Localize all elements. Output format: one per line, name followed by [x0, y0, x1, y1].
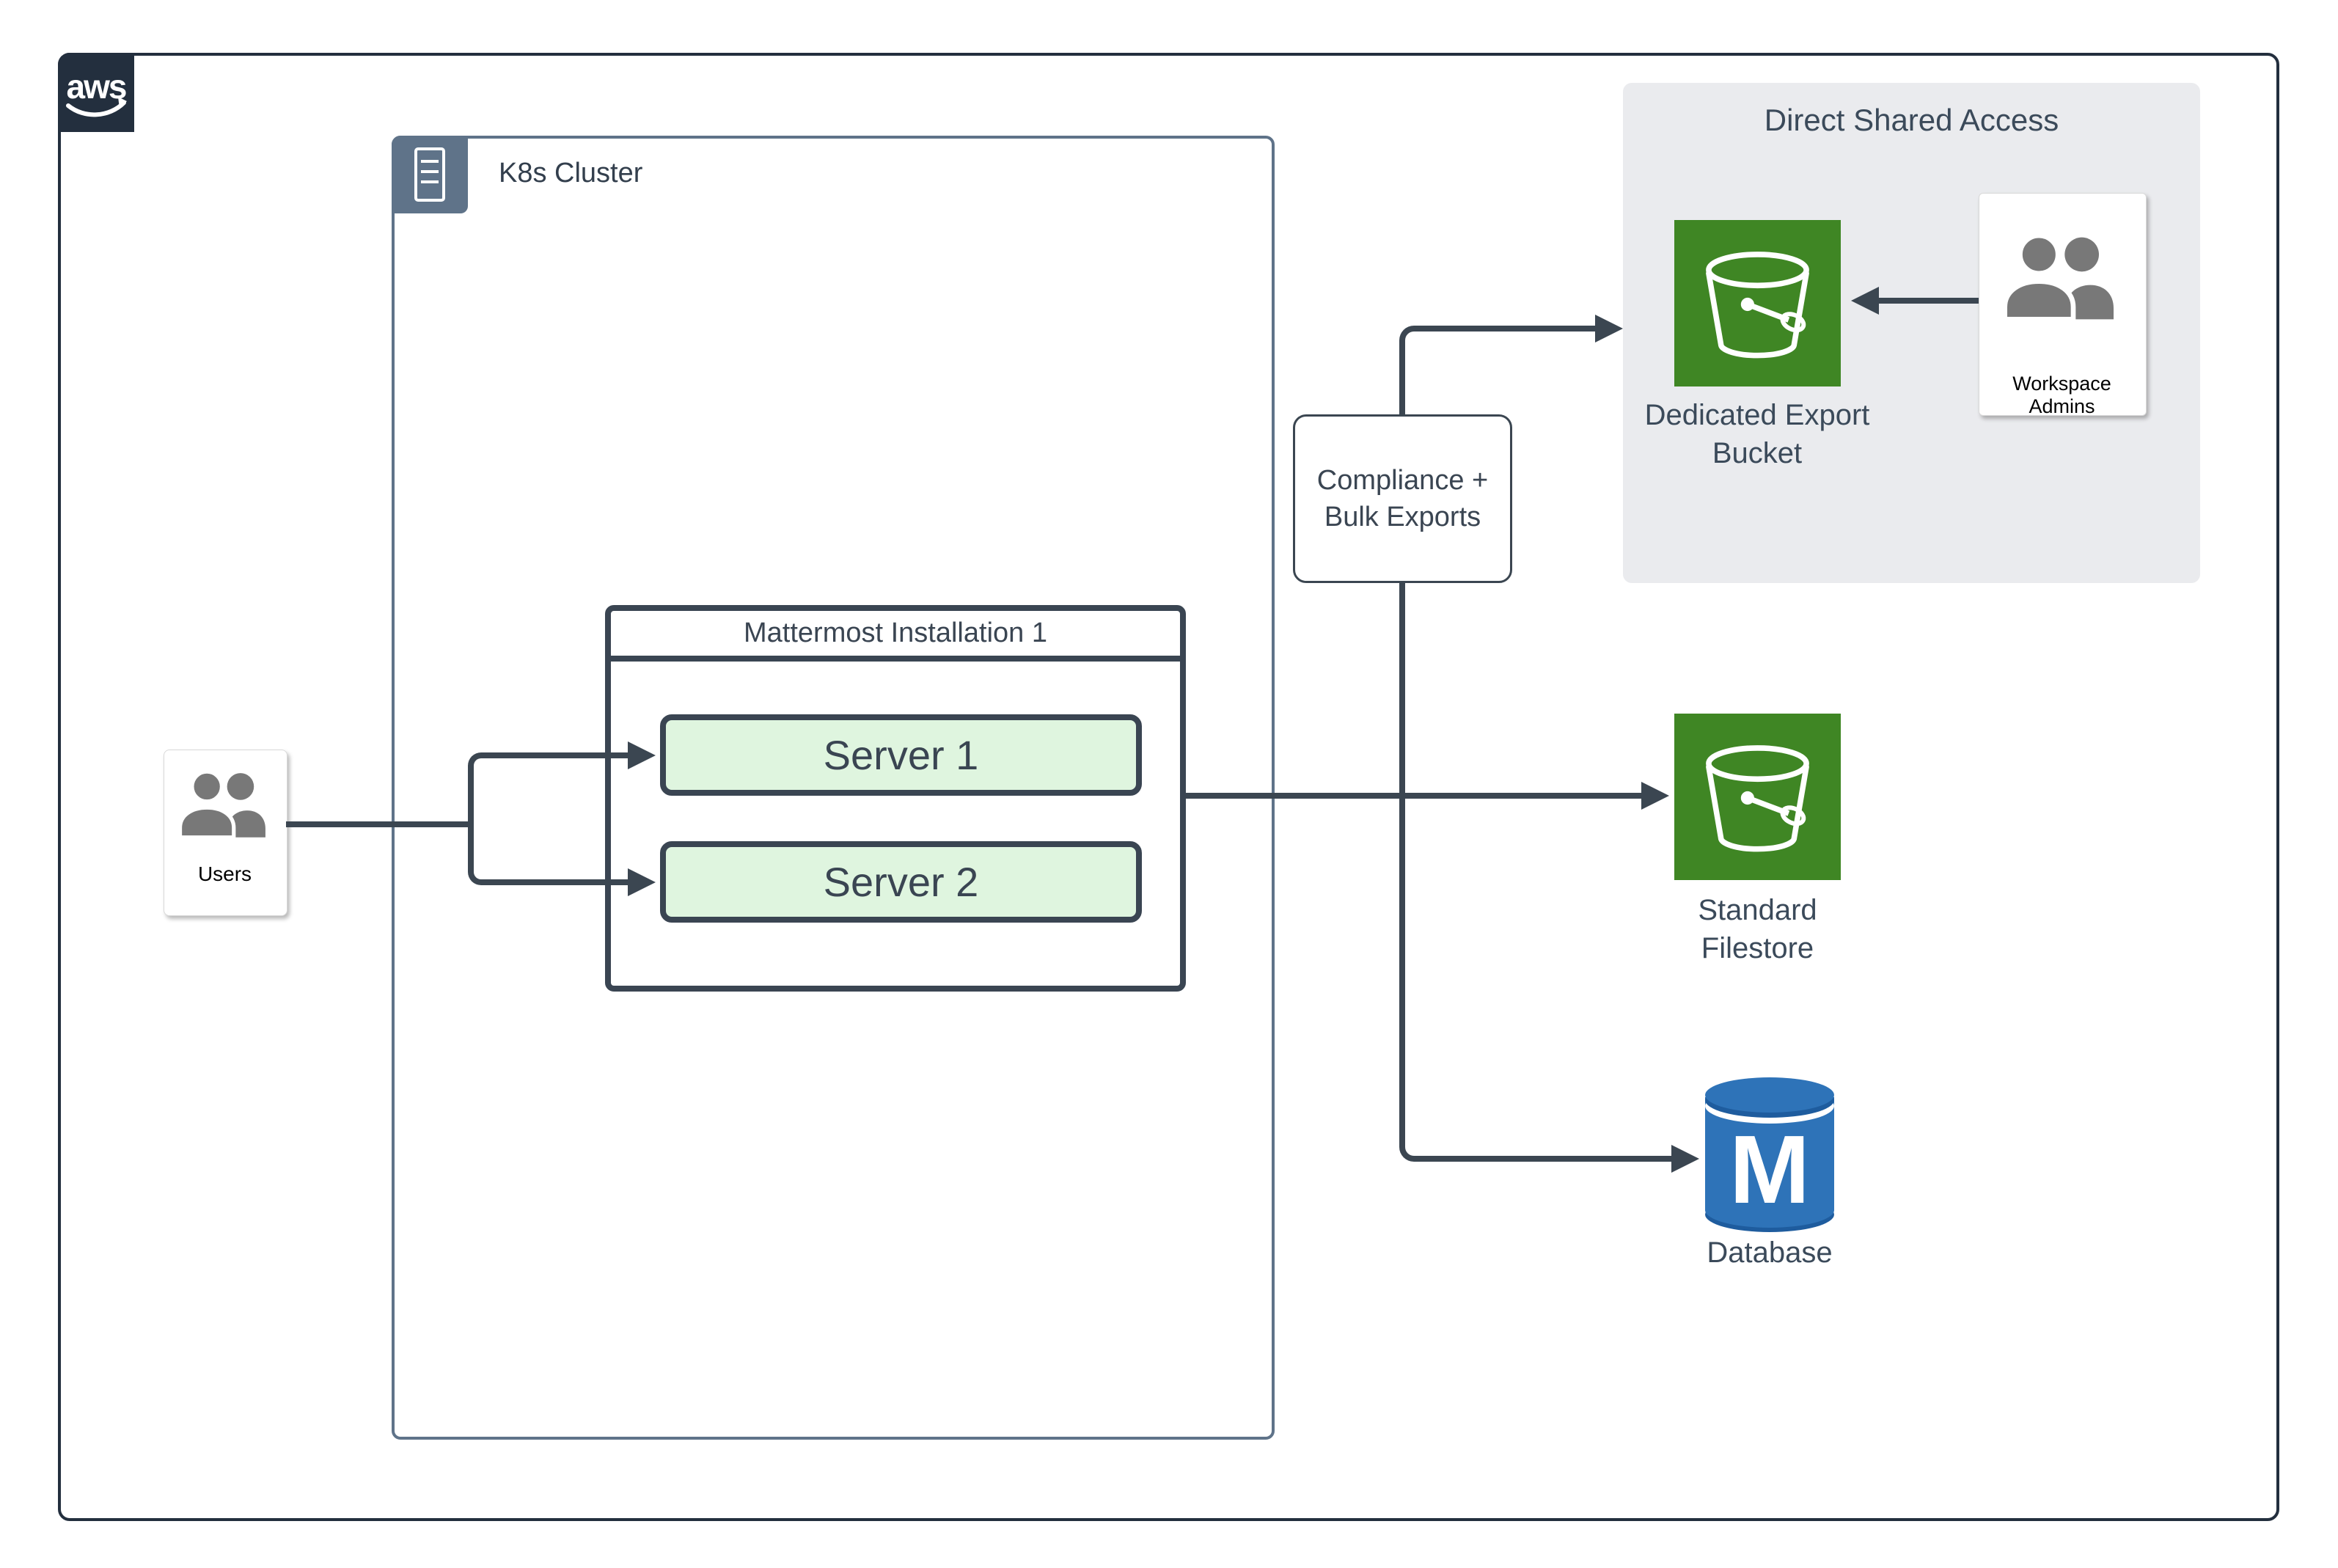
- aws-cloud-boundary: [58, 53, 2279, 1521]
- arrowhead-admins-to-bucket: [1851, 287, 1879, 315]
- k8s-cluster-boundary: [392, 136, 1275, 1440]
- users-label: Users: [197, 862, 252, 885]
- workspace-admins-icon: [2002, 234, 2114, 322]
- direct-shared-access-title: Direct Shared Access: [1764, 103, 2059, 137]
- arrowhead-export-bucket: [1595, 315, 1623, 342]
- users-icon: [177, 770, 265, 840]
- arrowhead-filestore: [1641, 782, 1669, 810]
- server-1-node: Server 1: [660, 714, 1142, 796]
- aws-logo: aws: [58, 53, 134, 132]
- connector-users-branch-corner-top: [468, 752, 487, 772]
- connector-to-export-bucket: [1420, 326, 1597, 331]
- connector-to-server2: [485, 879, 629, 885]
- mattermost-installation-box: Mattermost Installation 1: [605, 605, 1186, 992]
- database-letter: M: [1729, 1115, 1810, 1223]
- server-2-node: Server 2: [660, 841, 1142, 923]
- connector-mattermost-to-filestore: [1186, 793, 1641, 799]
- compliance-bulk-exports-node: Compliance + Bulk Exports: [1293, 414, 1512, 583]
- connector-users-branch-corner-bottom: [468, 860, 487, 885]
- compliance-label-line2: Bulk Exports: [1324, 502, 1481, 532]
- server-rack-icon: [414, 147, 445, 202]
- arrowhead-database: [1671, 1145, 1699, 1173]
- connector-admins-to-bucket: [1877, 298, 1979, 304]
- arrowhead-server1: [628, 741, 656, 769]
- connector-trunk-corner-top: [1399, 326, 1421, 348]
- database-label: Database: [1707, 1237, 1833, 1269]
- aws-logo-icon: aws: [66, 67, 128, 117]
- dedicated-export-bucket-node: [1674, 220, 1841, 386]
- connector-users-feeder: [286, 821, 474, 827]
- database-cylinder-icon: M: [1705, 1077, 1834, 1232]
- s3-bucket-icon: [1706, 252, 1809, 359]
- dedicated-export-bucket-label: Dedicated Export Bucket: [1644, 399, 1870, 469]
- connector-trunk-vertical: [1399, 343, 1405, 1140]
- connector-to-server1: [485, 752, 629, 758]
- svg-text:aws: aws: [67, 67, 126, 106]
- users-node: [164, 750, 287, 916]
- standard-filestore-label: Standard Filestore: [1698, 894, 1817, 964]
- server-2-label: Server 2: [823, 859, 979, 905]
- connector-trunk-corner-bottom: [1399, 1134, 1423, 1162]
- compliance-label-line1: Compliance +: [1316, 465, 1489, 496]
- connector-users-branch-vertical: [468, 770, 474, 864]
- workspace-admins-node: [1979, 193, 2147, 416]
- mattermost-installation-title: Mattermost Installation 1: [611, 611, 1180, 662]
- arrowhead-server2: [628, 868, 656, 896]
- s3-bucket-icon: [1706, 745, 1809, 852]
- database-node: M: [1705, 1077, 1834, 1235]
- connector-to-database: [1421, 1156, 1673, 1162]
- server-1-label: Server 1: [823, 732, 979, 778]
- standard-filestore-node: [1674, 714, 1841, 880]
- k8s-cluster-badge: [392, 136, 468, 213]
- workspace-admins-label: Workspace Admins: [2012, 373, 2111, 417]
- k8s-cluster-label: K8s Cluster: [499, 158, 643, 188]
